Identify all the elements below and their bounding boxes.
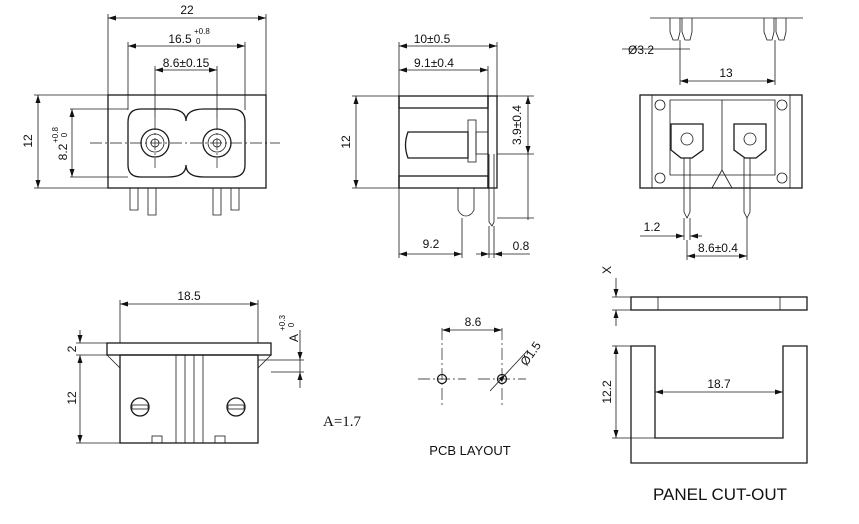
dim-8-2-tol-upper: +0.8 [51, 127, 60, 143]
side-view: 10±0.5 9.1±0.4 12 3.9±0.4 9.2 [339, 32, 534, 258]
rear-left-leg [683, 158, 691, 219]
dim-0-8-label: 0.8 [513, 239, 530, 253]
rear-right-terminal [733, 123, 767, 159]
dim-8-2-tol-lower: 0 [60, 132, 69, 137]
bottom-right-pin [226, 397, 246, 417]
side-stub [457, 188, 475, 217]
dim-a-tol-lower: 0 [287, 322, 296, 327]
side-pin-body [404, 131, 469, 159]
dim-9-1-label: 9.1±0.4 [414, 56, 454, 70]
dim-pcb-hole-label: Ø1.5 [518, 339, 545, 369]
side-pin-leg [488, 154, 495, 227]
rear-top-left-tabs [669, 18, 693, 41]
dim-18-5-label: 18.5 [177, 289, 201, 303]
dim-a-label: A [287, 334, 301, 342]
front-view: 22 16.5 +0.8 0 8.6±0.15 12 8.2 +0.8 0 [21, 3, 280, 216]
dim-12-front-label: 12 [21, 134, 35, 148]
a-value-note: A=1.7 [323, 414, 362, 430]
pcb-layout: 8.6 Ø1.5 PCB LAYOUT [418, 315, 544, 458]
bottom-view: 18.5 2 12 A +0.3 0 A=1.7 [65, 289, 362, 444]
side-top-wall [398, 95, 489, 109]
rear-body-outline [639, 94, 803, 189]
dim-18-7-label: 18.7 [707, 377, 731, 391]
dim-8-2-label: 8.2 [56, 143, 70, 160]
bottom-flange [106, 342, 272, 356]
front-body-outline [107, 94, 267, 189]
pcb-layout-caption: PCB LAYOUT [429, 443, 510, 458]
dim-13-label: 13 [719, 66, 733, 80]
panel-cutout-caption: PANEL CUT-OUT [653, 485, 787, 504]
dim-1-2-label: 1.2 [644, 220, 661, 234]
pcb-hole-right [496, 373, 508, 385]
dim-2-label: 2 [65, 345, 79, 352]
front-right-legs [212, 188, 240, 216]
dim-8-6-label: 8.6±0.15 [163, 56, 210, 70]
dim-8-6-rear-label: 8.6±0.4 [698, 241, 738, 255]
rear-center-rib [711, 100, 733, 189]
side-pin-flange [467, 119, 477, 163]
dim-16-5-tol-upper: +0.8 [194, 27, 210, 36]
rear-top-right-tabs [763, 18, 787, 41]
panel-plate-section [630, 296, 808, 311]
dim-12-side-label: 12 [339, 135, 353, 149]
bottom-left-pin [130, 397, 150, 417]
rear-view: Ø3.2 13 1.2 [622, 17, 803, 260]
dim-a-tol-upper: +0.3 [278, 315, 287, 331]
rear-left-terminal [670, 123, 704, 159]
dim-12-2-label: 12.2 [600, 380, 614, 404]
dim-hole-dia-label: Ø3.2 [628, 43, 654, 57]
socket-outline [127, 108, 246, 178]
dim-12-bottom-label: 12 [65, 391, 79, 405]
dim-3-9-label: 3.9±0.4 [510, 105, 524, 145]
dim-22-label: 22 [180, 3, 194, 17]
bottom-center-slot [175, 354, 204, 444]
bottom-body [119, 354, 259, 444]
front-left-legs [129, 188, 157, 216]
pcb-hole-left [436, 373, 448, 385]
panel-cutout: X 18.7 12.2 PANEL CUT-OUT [600, 266, 808, 504]
panel-cutout-outline [630, 345, 808, 464]
dim-pcb-pitch-label: 8.6 [465, 315, 482, 329]
dim-x-label: X [600, 266, 614, 274]
side-bottom-wall [398, 175, 489, 189]
dim-16-5-tol-lower: 0 [196, 37, 201, 46]
dim-16-5-label: 16.5 [168, 32, 192, 46]
rear-inner-panel [669, 99, 776, 176]
dim-10-label: 10±0.5 [414, 32, 451, 46]
dim-9-2-label: 9.2 [423, 237, 440, 251]
